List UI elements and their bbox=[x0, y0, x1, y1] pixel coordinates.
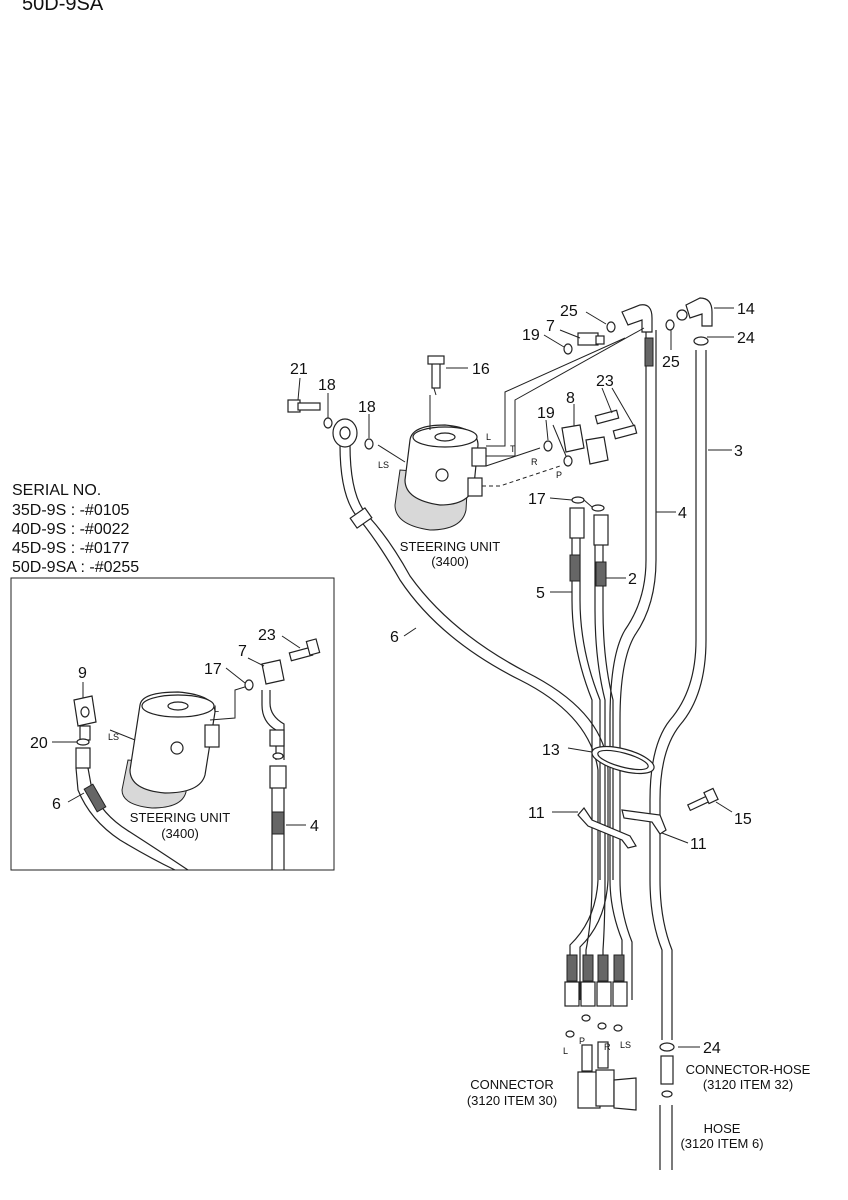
inset-unit-name: STEERING UNIT bbox=[130, 810, 230, 825]
captions: STEERING UNIT (3400) STEERING UNIT (3400… bbox=[130, 539, 811, 1151]
callout-24b: 24 bbox=[703, 1040, 721, 1057]
callout-2: 2 bbox=[628, 571, 637, 588]
bracket-11 bbox=[577, 807, 637, 849]
callout-11a: 11 bbox=[528, 805, 545, 822]
callout-9: 9 bbox=[78, 665, 87, 682]
callout-17b: 17 bbox=[204, 661, 222, 678]
inset-unit-ref: (3400) bbox=[161, 826, 199, 841]
callout-14: 14 bbox=[737, 301, 755, 318]
serial-line-2: 40D-9S : -#0022 bbox=[12, 521, 130, 538]
callouts: 25 14 7 19 24 25 21 16 18 18 23 8 19 3 1… bbox=[30, 301, 755, 1057]
callout-6a: 6 bbox=[390, 629, 399, 646]
callout-25a: 25 bbox=[560, 303, 578, 320]
callout-5: 5 bbox=[536, 585, 545, 602]
small-parts-main bbox=[287, 319, 709, 1170]
callout-8: 8 bbox=[566, 390, 575, 407]
connector-ref: (3120 ITEM 30) bbox=[467, 1093, 557, 1108]
connector-hose-name: CONNECTOR-HOSE bbox=[686, 1062, 811, 1077]
callout-23a: 23 bbox=[596, 373, 614, 390]
callout-18b: 18 bbox=[358, 399, 376, 416]
serial-title: SERIAL NO. bbox=[12, 482, 101, 499]
callout-16: 16 bbox=[472, 361, 490, 378]
port-labels: L T R P LS L P R LS L LS bbox=[108, 432, 631, 1056]
inset-frame bbox=[10, 577, 335, 871]
port-l-connector: L bbox=[563, 1046, 568, 1056]
callout-4b: 4 bbox=[310, 818, 319, 835]
callout-17a: 17 bbox=[528, 491, 546, 508]
port-l: L bbox=[486, 432, 491, 442]
hose-bundle bbox=[332, 297, 713, 1040]
inset-drawing bbox=[73, 638, 321, 871]
callout-7a: 7 bbox=[546, 318, 555, 335]
port-ls-connector: LS bbox=[620, 1040, 631, 1050]
callout-21: 21 bbox=[290, 361, 308, 378]
inset-port-ls: LS bbox=[108, 732, 119, 742]
callout-3: 3 bbox=[734, 443, 743, 460]
callout-23b: 23 bbox=[258, 627, 276, 644]
serial-line-1: 35D-9S : -#0105 bbox=[12, 502, 130, 519]
hose-ref: (3120 ITEM 6) bbox=[680, 1136, 763, 1151]
callout-6b: 6 bbox=[52, 796, 61, 813]
serial-line-4: 50D-9SA : -#0255 bbox=[12, 559, 139, 576]
port-ls: LS bbox=[378, 460, 389, 470]
leader-lines bbox=[52, 307, 734, 1048]
serial-line-3: 45D-9S : -#0177 bbox=[12, 540, 130, 557]
steering-unit-main bbox=[377, 327, 645, 531]
port-p: P bbox=[556, 470, 562, 480]
steering-unit-name: STEERING UNIT bbox=[400, 539, 500, 554]
model-header: 50D-9SA bbox=[22, 0, 104, 15]
hose-name: HOSE bbox=[704, 1121, 741, 1136]
callout-18a: 18 bbox=[318, 377, 336, 394]
callout-25b: 25 bbox=[662, 354, 680, 371]
callout-24a: 24 bbox=[737, 330, 755, 347]
connector-hose-ref: (3120 ITEM 32) bbox=[703, 1077, 793, 1092]
callout-19b: 19 bbox=[537, 405, 555, 422]
callout-11b: 11 bbox=[690, 836, 707, 853]
callout-7b: 7 bbox=[238, 643, 247, 660]
callout-13: 13 bbox=[542, 742, 560, 759]
connector-name: CONNECTOR bbox=[470, 1077, 554, 1092]
callout-19a: 19 bbox=[522, 327, 540, 344]
callout-20: 20 bbox=[30, 735, 48, 752]
port-t: T bbox=[510, 444, 516, 454]
callout-4a: 4 bbox=[678, 505, 687, 522]
inset-port-l: L bbox=[214, 704, 219, 714]
port-r-connector: R bbox=[604, 1042, 611, 1052]
steering-unit-ref: (3400) bbox=[431, 554, 469, 569]
port-p-connector: P bbox=[579, 1036, 585, 1046]
callout-15: 15 bbox=[734, 811, 752, 828]
serial-block: SERIAL NO. 35D-9S : -#0105 40D-9S : -#00… bbox=[12, 482, 139, 576]
bolt-15 bbox=[686, 787, 719, 812]
port-r: R bbox=[531, 457, 538, 467]
